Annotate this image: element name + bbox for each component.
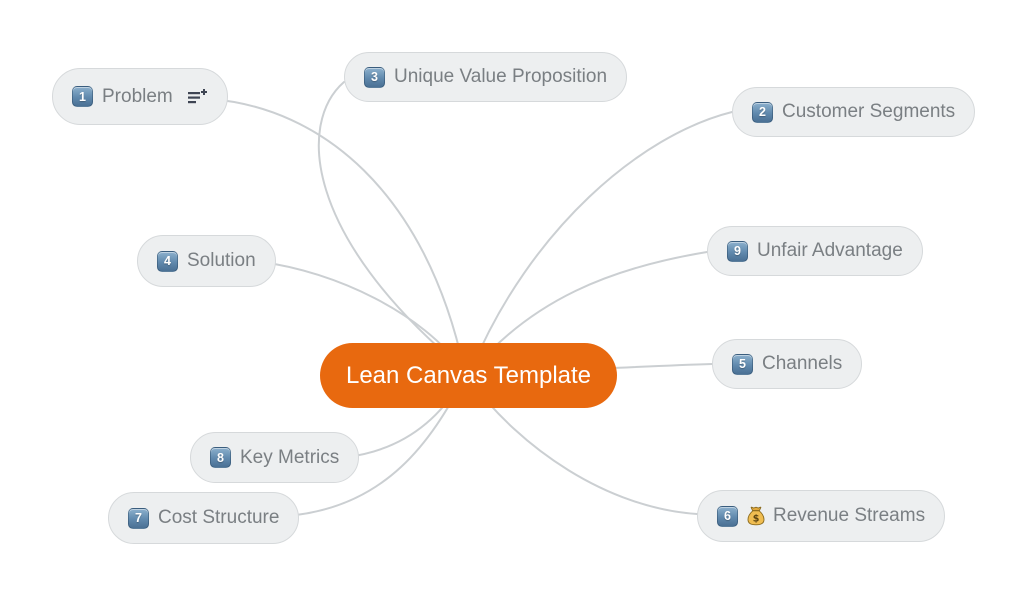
topic-node-unique-value-proposition[interactable]: 3 Unique Value Proposition bbox=[344, 52, 628, 102]
topic-node-channels[interactable]: 5 Channels bbox=[712, 339, 863, 389]
keycap-8-badge: 8 bbox=[210, 447, 231, 468]
keycap-2-badge: 2 bbox=[752, 101, 773, 123]
topic-node-revenue-streams[interactable]: 6 $ Revenue Streams bbox=[697, 490, 946, 542]
keycap-7-badge: 7 bbox=[128, 507, 149, 529]
keycap-9-badge: 9 bbox=[727, 240, 748, 262]
connector-customer-segments bbox=[471, 111, 733, 369]
topic-node-customer-segments[interactable]: 2 Customer Segments bbox=[732, 87, 976, 137]
svg-text:$: $ bbox=[753, 513, 760, 524]
topic-label-cost-structure: Cost Structure bbox=[158, 507, 280, 528]
topic-label-solution: Solution bbox=[187, 250, 256, 271]
add-note-icon[interactable] bbox=[187, 88, 208, 105]
connector-unique-value-proposition bbox=[317, 81, 463, 369]
connector-problem bbox=[210, 98, 465, 370]
topic-label-problem: Problem bbox=[102, 85, 173, 107]
money-bag-icon: $ bbox=[747, 506, 765, 526]
topic-label-unfair-advantage: Unfair Advantage bbox=[757, 240, 903, 261]
topic-node-key-metrics[interactable]: 8 Key Metrics bbox=[190, 432, 360, 483]
topic-node-solution[interactable]: 4 Solution bbox=[137, 235, 276, 287]
topic-node-unfair-advantage[interactable]: 9 Unfair Advantage bbox=[707, 226, 923, 276]
keycap-5-badge: 5 bbox=[732, 353, 753, 375]
topic-label-unique-value-proposition: Unique Value Proposition bbox=[394, 66, 608, 87]
topic-label-channels: Channels bbox=[762, 353, 843, 374]
topic-label-customer-segments: Customer Segments bbox=[782, 101, 956, 122]
topic-node-cost-structure[interactable]: 7 Cost Structure bbox=[108, 492, 300, 544]
keycap-3-badge: 3 bbox=[364, 66, 385, 88]
keycap-6-badge: 6 bbox=[717, 505, 738, 527]
keycap-1-badge: 1 bbox=[72, 86, 93, 107]
topic-label-revenue-streams: Revenue Streams bbox=[773, 505, 926, 526]
central-topic-node[interactable]: Lean Canvas Template bbox=[320, 343, 617, 408]
topic-label-key-metrics: Key Metrics bbox=[240, 446, 340, 468]
keycap-4-badge: 4 bbox=[157, 250, 178, 272]
topic-node-problem[interactable]: 1 Problem bbox=[52, 68, 228, 125]
central-topic-label: Lean Canvas Template bbox=[345, 361, 592, 389]
